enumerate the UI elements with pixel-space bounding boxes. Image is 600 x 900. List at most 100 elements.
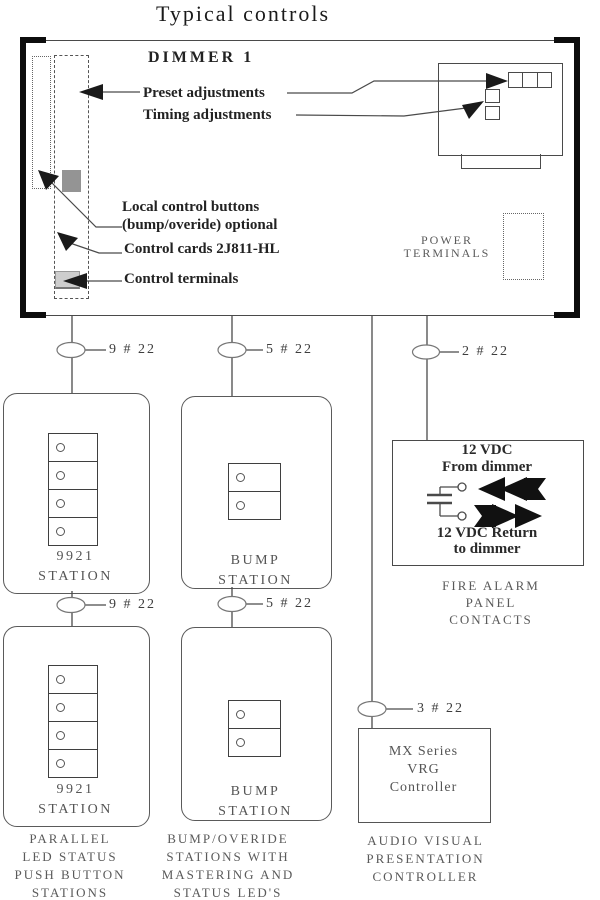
av-controller-caption: AUDIO VISUAL PRESENTATION CONTROLLER: [350, 832, 501, 886]
local-control-buttons-label-line2: (bump/overide) optional: [122, 217, 278, 233]
timing-pot-lower: [485, 106, 500, 120]
station-button: [228, 491, 281, 520]
station-button: [48, 665, 98, 694]
button-led-indicator: [56, 731, 65, 740]
button-led-indicator: [236, 738, 245, 747]
mx-controller-label: MX Series VRG Controller: [358, 743, 489, 797]
wire-label-5-22-row1: 5 # 22: [266, 342, 313, 357]
fire-alarm-return-label: 12 VDC Return: [436, 525, 538, 541]
button-led-indicator: [56, 527, 65, 536]
station-button: [48, 749, 98, 778]
bump-stations-caption: BUMP/OVERIDE STATIONS WITH MASTERING AND…: [153, 830, 303, 900]
station-button: [48, 517, 98, 546]
control-card-slot-dotted-outline: [32, 56, 51, 189]
caption-line: CONTACTS: [449, 612, 533, 627]
preset-adjustments-label: Preset adjustments: [143, 85, 265, 101]
button-led-indicator: [56, 443, 65, 452]
timing-adjustments-label: Timing adjustments: [143, 107, 272, 123]
fire-alarm-12vdc-label: 12 VDC: [461, 442, 513, 458]
button-led-indicator: [236, 501, 245, 510]
caption-line: FIRE ALARM: [442, 578, 540, 593]
diagram-title: Typical controls: [155, 1, 331, 26]
wire-label-9-22-row2: 9 # 22: [109, 597, 156, 612]
preset-pot-segment: [509, 73, 524, 87]
station-label-line: 9921: [56, 549, 95, 564]
wire-label-9-22-row1: 9 # 22: [109, 342, 156, 357]
station-label-line: STATION: [38, 569, 113, 584]
led-station-row1-label: 9921 STATION: [3, 547, 148, 587]
caption-line: STATIONS WITH: [166, 849, 290, 864]
dimmer-frame-corner-tr: [554, 37, 580, 43]
caption-line: PARALLEL: [29, 831, 111, 846]
button-led-indicator: [236, 710, 245, 719]
dimmer-frame-corner-tl: [20, 37, 46, 43]
caption-line: LED STATUS: [22, 849, 118, 864]
preset-pot-segment: [523, 73, 538, 87]
bump-station-row1-label: BUMP STATION: [181, 551, 330, 591]
button-led-indicator: [236, 473, 245, 482]
button-led-indicator: [56, 759, 65, 768]
caption-line: BUMP/OVERIDE: [167, 831, 289, 846]
dimmer-module-tab: [461, 154, 541, 169]
caption-line: CONTROLLER: [372, 869, 479, 884]
control-cards-label: Control cards 2J811-HL: [124, 241, 280, 257]
local-control-button-block: [62, 170, 81, 192]
power-terminals-outline: [503, 213, 544, 280]
station-button: [228, 463, 281, 492]
mx-controller-box: [358, 728, 491, 823]
button-led-indicator: [56, 471, 65, 480]
mx-label-line: VRG: [407, 762, 440, 777]
caption-line: PUSH BUTTON: [14, 867, 126, 882]
wire-label-5-22-row2: 5 # 22: [266, 596, 313, 611]
cable-oval: [411, 344, 441, 360]
power-terminals-caption: POWER TERMINALS: [388, 234, 506, 260]
button-led-indicator: [56, 703, 65, 712]
station-button: [48, 721, 98, 750]
mx-label-line: MX Series: [388, 744, 459, 759]
cable-oval: [357, 700, 387, 718]
station-button: [228, 700, 281, 729]
dimmer-frame-corner-br: [554, 312, 580, 318]
station-button: [48, 461, 98, 490]
parallel-stations-caption: PARALLEL LED STATUS PUSH BUTTON STATIONS: [0, 830, 140, 900]
cable-oval: [217, 341, 247, 359]
power-terminals-line1: POWER: [421, 233, 473, 247]
button-led-indicator: [56, 499, 65, 508]
wire-label-3-22: 3 # 22: [417, 701, 464, 716]
station-label-line: STATION: [218, 573, 293, 588]
station-button: [228, 728, 281, 757]
button-led-indicator: [56, 675, 65, 684]
caption-line: PANEL: [465, 595, 517, 610]
station-button: [48, 489, 98, 518]
power-terminals-line2: TERMINALS: [403, 246, 491, 260]
dimmer-frame-corner-bl: [20, 312, 46, 318]
station-label-line: BUMP: [230, 784, 281, 799]
cable-oval: [56, 596, 86, 614]
station-label-line: BUMP: [230, 553, 281, 568]
led-station-row2-label: 9921 STATION: [3, 780, 148, 820]
cable-oval: [217, 595, 247, 613]
preset-pot-segment: [538, 73, 551, 87]
bump-station-row2-label: BUMP STATION: [181, 782, 330, 822]
fire-alarm-caption: FIRE ALARM PANEL CONTACTS: [398, 577, 584, 628]
fire-alarm-to-dimmer-label: to dimmer: [453, 541, 521, 557]
caption-line: AUDIO VISUAL: [367, 833, 484, 848]
caption-line: STATUS LED'S: [173, 885, 283, 900]
caption-line: MASTERING AND: [161, 867, 295, 882]
station-label-line: STATION: [38, 802, 113, 817]
station-label-line: STATION: [218, 804, 293, 819]
dimmer-label: DIMMER 1: [148, 49, 255, 66]
dimmer-frame-left-bar: [20, 37, 26, 318]
preset-adjustment-pots: [508, 72, 552, 88]
wire-label-2-22: 2 # 22: [462, 344, 509, 359]
station-button: [48, 693, 98, 722]
control-terminals-label: Control terminals: [124, 271, 239, 287]
caption-line: STATIONS: [31, 885, 109, 900]
fire-alarm-from-dimmer-label: From dimmer: [441, 459, 533, 475]
control-terminal-block: [55, 271, 80, 289]
mx-label-line: Controller: [389, 780, 458, 795]
cable-oval: [56, 341, 86, 359]
local-control-buttons-label-line1: Local control buttons: [122, 199, 260, 215]
dimmer-frame-right-bar: [574, 37, 580, 318]
station-label-line: 9921: [56, 782, 95, 797]
